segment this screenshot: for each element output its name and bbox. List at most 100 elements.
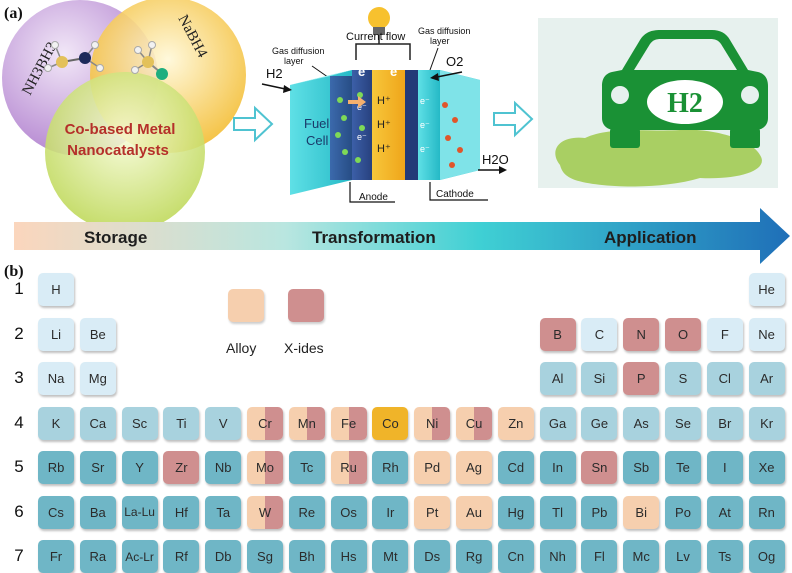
anode-plate-top bbox=[290, 70, 352, 85]
element-symbol: Co bbox=[382, 415, 399, 431]
element-cell-in: In bbox=[539, 451, 576, 484]
element-cell-zr: Zr bbox=[163, 451, 200, 484]
gdl-right-pointer bbox=[429, 47, 439, 71]
element-symbol: Hf bbox=[174, 504, 188, 520]
car-wheel bbox=[730, 128, 760, 148]
proton-label: H⁺ bbox=[377, 119, 391, 131]
element-cell-si: Si bbox=[581, 362, 618, 395]
element-cell-xe: Xe bbox=[748, 451, 785, 484]
element-cell-cd: Cd bbox=[497, 451, 534, 484]
element-cell-s: S bbox=[665, 362, 701, 395]
element-cell-ag: Ag bbox=[456, 451, 492, 484]
element-cell-ba: Ba bbox=[79, 495, 116, 529]
legend-alloy-label: Alloy bbox=[226, 340, 257, 356]
element-cell-al: Al bbox=[539, 362, 576, 395]
legend-alloy-swatch bbox=[228, 289, 264, 322]
element-symbol: Rg bbox=[465, 549, 483, 564]
element-symbol: Au bbox=[466, 504, 482, 520]
element-cell-bh: Bh bbox=[288, 540, 325, 573]
element-symbol: Rb bbox=[47, 460, 65, 475]
gdl-left-label-line2: layer bbox=[284, 56, 304, 66]
element-symbol: K bbox=[51, 415, 61, 431]
element-cell-h: H bbox=[38, 273, 74, 306]
element-symbol: Cu bbox=[465, 415, 483, 431]
element-cell-at: At bbox=[706, 495, 743, 529]
element-cell-mg: Mg bbox=[79, 362, 116, 395]
element-symbol: Zr bbox=[175, 460, 188, 475]
element-cell-ts: Ts bbox=[706, 540, 743, 573]
oxygen-particles bbox=[442, 102, 463, 168]
car-puddle bbox=[555, 129, 762, 187]
element-symbol: Bh bbox=[298, 549, 315, 564]
element-cell-sg: Sg bbox=[247, 540, 283, 573]
element-symbol: S bbox=[678, 371, 688, 386]
element-cell-rf: Rf bbox=[163, 540, 200, 573]
proton-label: H⁺ bbox=[377, 143, 391, 155]
element-cell-os: Os bbox=[330, 495, 367, 529]
element-symbol: Ta bbox=[216, 504, 231, 520]
h2o-outlet-arrowhead-icon bbox=[499, 166, 507, 174]
element-cell-sr: Sr bbox=[79, 451, 116, 484]
element-symbol: Xe bbox=[758, 460, 775, 475]
cathode-gdl bbox=[405, 70, 418, 180]
element-cell-c: C bbox=[581, 317, 618, 351]
flow-arrow-icon bbox=[14, 208, 790, 264]
car-badge-label: H2 bbox=[667, 88, 703, 119]
element-cell-bi: Bi bbox=[623, 495, 660, 529]
element-cell-mo: Mo bbox=[247, 451, 283, 484]
element-cell-he: He bbox=[748, 273, 785, 306]
car-badge bbox=[647, 80, 723, 124]
element-cell-nb: Nb bbox=[205, 451, 242, 484]
panel-b-label: (b) bbox=[4, 263, 24, 280]
element-cell-na: Na bbox=[38, 362, 74, 395]
element-cell-ru: Ru bbox=[330, 451, 367, 484]
period-number: 1 bbox=[14, 279, 24, 298]
electron-label: e⁻ bbox=[390, 64, 404, 79]
element-cell-re: Re bbox=[288, 495, 325, 529]
element-symbol: Ir bbox=[386, 504, 395, 520]
cathode-lead bbox=[429, 182, 488, 201]
element-cell-se: Se bbox=[665, 406, 701, 440]
element-symbol: Pt bbox=[426, 504, 439, 520]
period-number: 7 bbox=[14, 546, 24, 565]
venn-label-co-line1: Co-based Metal bbox=[65, 121, 176, 138]
electron-label: e⁻ bbox=[420, 144, 430, 154]
element-cell-ti: Ti bbox=[163, 406, 200, 440]
element-symbol: Te bbox=[676, 460, 690, 475]
h2o-label: H2O bbox=[482, 152, 509, 167]
element-cell-ga: Ga bbox=[539, 406, 576, 440]
electrolyte-membrane bbox=[372, 70, 405, 180]
element-symbol: Sn bbox=[591, 460, 608, 475]
element-symbol: Rh bbox=[382, 460, 399, 475]
element-symbol: Db bbox=[214, 549, 232, 564]
element-symbol: F bbox=[720, 326, 729, 342]
element-cell-sn: Sn bbox=[581, 451, 618, 484]
anode-lead bbox=[349, 182, 395, 203]
element-cell-pb: Pb bbox=[581, 495, 618, 529]
element-cell-ge: Ge bbox=[581, 406, 618, 440]
gdl-right-label-line2: layer bbox=[430, 36, 450, 46]
electron-label: e⁻ bbox=[420, 120, 430, 130]
element-symbol: Rf bbox=[174, 549, 188, 564]
element-cell-la-lu: La-Lu bbox=[121, 495, 158, 529]
element-symbol: Ge bbox=[590, 415, 609, 431]
venn-circle-co-catalysts bbox=[45, 72, 205, 232]
h2-label: H2 bbox=[266, 66, 283, 81]
element-symbol: Ag bbox=[466, 460, 482, 475]
element-symbol: Ar bbox=[760, 371, 774, 386]
element-cell-tl: Tl bbox=[539, 495, 576, 529]
element-cell-as: As bbox=[623, 406, 660, 440]
element-symbol: Nh bbox=[549, 549, 566, 564]
element-cell-pt: Pt bbox=[414, 495, 451, 529]
element-cell-po: Po bbox=[665, 495, 701, 529]
element-symbol: Br bbox=[718, 415, 732, 431]
element-cell-fl: Fl bbox=[581, 540, 618, 573]
element-symbol: Ga bbox=[548, 415, 567, 431]
element-cell-ir: Ir bbox=[372, 495, 409, 529]
element-cell-v: V bbox=[205, 406, 242, 440]
o2-label: O2 bbox=[446, 54, 463, 69]
element-symbol: Se bbox=[675, 415, 691, 431]
element-cell-y: Y bbox=[121, 451, 158, 484]
element-cell-ca: Ca bbox=[79, 406, 116, 440]
element-symbol: Zn bbox=[508, 415, 524, 431]
